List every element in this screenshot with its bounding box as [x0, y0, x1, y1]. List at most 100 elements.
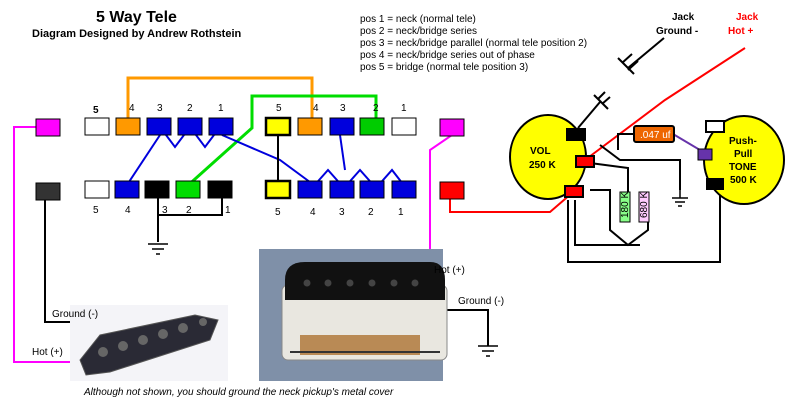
tone-label-1: Push-: [729, 136, 757, 147]
vol-lug-bottom: [564, 185, 584, 198]
switch-lug-bottom-left-1: [207, 180, 233, 199]
switch-lug-top-right-4: [297, 117, 323, 136]
blue-wire-cross: [221, 134, 319, 189]
pot-wire-5: [599, 144, 681, 190]
magenta-pad-top: [35, 118, 61, 137]
wires: [13, 37, 746, 363]
switch-lug-top-left-3: [146, 117, 172, 136]
position-1-note: pos 1 = neck (normal tele): [360, 14, 476, 25]
switch-lug-top-right-3: [329, 117, 355, 136]
tone-label-2: Pull: [734, 149, 753, 160]
label-ground-right: Ground (-): [458, 296, 504, 307]
ground-symbol-vol: [593, 91, 611, 110]
tone-lug-bottom: [706, 178, 724, 190]
switch-lug-top-left-2: [177, 117, 203, 136]
ground-symbol-jack: [617, 53, 639, 75]
caption: Although not shown, you should ground th…: [83, 387, 394, 398]
top-right-num-2: 2: [373, 103, 379, 114]
switch-lug-top-left-4: [115, 117, 141, 136]
bottom-left-num-2: 2: [186, 205, 192, 216]
top-left-num-3: 3: [157, 103, 163, 114]
top-left-num-5: 5: [93, 105, 99, 116]
top-right-num-4: 4: [313, 103, 319, 114]
bottom-right-num-4: 4: [310, 207, 316, 218]
cap-wire-left: [617, 133, 634, 150]
top-right-num-5: 5: [276, 103, 282, 114]
tone-lug-mid: [697, 148, 713, 161]
volume-pot-label: VOL: [530, 146, 551, 157]
switch-lug-bottom-right-5: [264, 179, 292, 200]
bottom-left-num-5: 5: [93, 205, 99, 216]
position-4-note: pos 4 = neck/bridge series out of phase: [360, 50, 535, 61]
switch-lug-top-left-5: [84, 117, 110, 136]
switch-lug-bottom-right-1: [391, 180, 417, 199]
pot-wire-4: [590, 189, 649, 247]
bottom-left-num-4: 4: [125, 205, 131, 216]
jack-hot-label-2: Hot +: [728, 26, 753, 37]
jack-ground-label-1: Jack: [672, 12, 695, 23]
capacitor: [633, 125, 675, 143]
black-pad-bottom: [35, 182, 61, 201]
jack-ground-wire: [627, 37, 665, 69]
switch-lug-bottom-left-2: [175, 180, 201, 199]
bottom-left-num-1: 1: [225, 205, 231, 216]
vol-lug-mid: [575, 155, 595, 168]
switch-lug-bottom-left-3: [144, 180, 170, 199]
green-wire: [183, 94, 378, 190]
tone-lug-top: [705, 120, 725, 133]
switch-lug-bottom-left-4: [114, 180, 140, 199]
diagram-title: 5 Way Tele: [96, 9, 177, 26]
neck-pickup-photo: [70, 305, 228, 381]
ground-right-wire: [440, 309, 489, 346]
orange-wire: [126, 76, 314, 127]
red-pad-right: [439, 181, 465, 200]
top-left-num-1: 1: [218, 103, 224, 114]
bottom-left-num-3: 3: [162, 205, 168, 216]
blue-wire-bottom-right: [311, 168, 407, 190]
tone-label-4: 500 K: [730, 175, 757, 186]
red-wire-jack-hot: [584, 47, 746, 161]
blue-wire-top-to-bottom: [124, 134, 161, 189]
jack-hot-label-1: Jack: [736, 12, 759, 23]
bottom-right-num-2: 2: [368, 207, 374, 218]
pot-wire-3: [589, 162, 629, 192]
pot-wire-1: [567, 190, 721, 263]
switch-lug-bottom-right-2: [359, 180, 385, 199]
top-left-num-4: 4: [129, 103, 135, 114]
switch-lug-bottom-right-3: [329, 180, 355, 199]
top-right-num-1: 1: [401, 103, 407, 114]
switch-lug-bottom-right-4: [297, 180, 323, 199]
position-5-note: pos 5 = bridge (normal tele position 3): [360, 62, 528, 73]
black-wire-left: [44, 196, 100, 323]
switch-lug-top-right-2: [359, 117, 385, 136]
position-2-note: pos 2 = neck/bridge series: [360, 26, 477, 37]
switch-lug-top-right-1: [391, 117, 417, 136]
diagram-subtitle: Diagram Designed by Andrew Rothstein: [32, 28, 242, 40]
top-left-num-2: 2: [187, 103, 193, 114]
position-3-note: pos 3 = neck/bridge parallel (normal tel…: [360, 38, 587, 49]
ground-symbol-switch: [148, 243, 168, 255]
vol-ground-wire: [577, 101, 601, 129]
vol-lug-top: [566, 128, 586, 141]
magenta-wire-left: [13, 126, 70, 363]
tone-label-3: TONE: [729, 162, 757, 173]
capacitor-value: .047 uf: [640, 130, 671, 141]
switch-ground-wire: [157, 196, 223, 216]
magenta-pad-right: [439, 118, 465, 137]
resistor-180k-label: 180 K: [620, 192, 631, 218]
resistor-680k: [638, 191, 650, 223]
jack-ground-label-2: Ground -: [656, 26, 698, 37]
pot-wire-2: [574, 200, 640, 246]
bottom-right-num-1: 1: [398, 207, 404, 218]
resistor-180k: [619, 191, 631, 223]
label-ground-left: Ground (-): [52, 309, 98, 320]
switch-lug-top-left-1: [208, 117, 234, 136]
ground-symbol-humbucker: [478, 345, 498, 357]
red-wire-switch-vol: [449, 192, 573, 213]
bottom-right-num-5: 5: [275, 207, 281, 218]
bridge-pickup-photo: [259, 249, 448, 381]
switch-lug-top-right-5: [264, 116, 292, 137]
switch-lug-bottom-left-5: [84, 180, 110, 199]
top-right-num-3: 3: [340, 103, 346, 114]
